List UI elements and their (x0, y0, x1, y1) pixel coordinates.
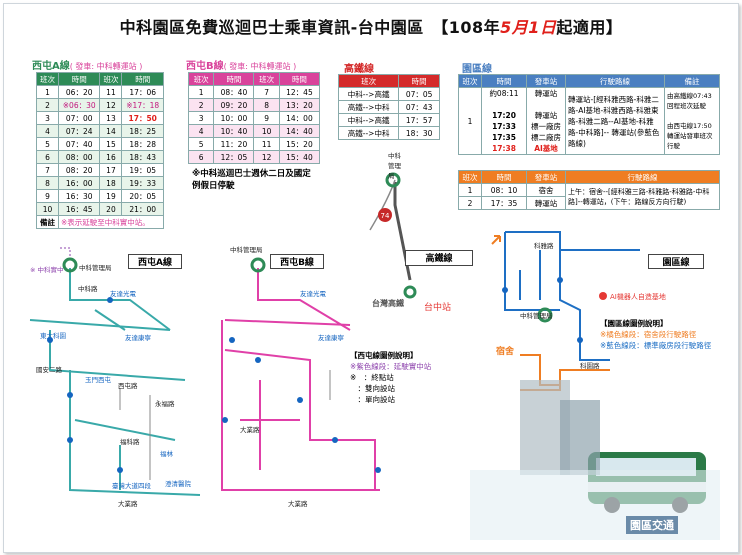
road-keyuan: 科園路 (580, 362, 600, 370)
table-cell: 10 (253, 124, 280, 138)
svg-text:74: 74 (381, 212, 390, 220)
table-cell: 20：05 (121, 189, 164, 203)
xitun-a-map-label: 西屯A線 (128, 254, 182, 269)
table-cell: 14 (99, 124, 123, 138)
stop-fulin: 福林 (160, 450, 173, 458)
stop-yumen: 玉門西屯 (85, 376, 111, 384)
stop-dongda: 東大科園 (40, 332, 66, 340)
table-cell: 06：20 (57, 85, 101, 99)
table-cell: 07：40 (57, 137, 101, 151)
road-yongfu: 永福路 (155, 400, 175, 408)
stop-chengching: 臺灣大道四段 (112, 482, 151, 490)
table-cell: 10：40 (213, 124, 255, 138)
table-cell: 18 (99, 176, 123, 190)
table-cell: 07：00 (57, 111, 101, 125)
label-ctsp-admin-a: 中科管理局 (79, 264, 112, 272)
table-cell: 18：25 (121, 124, 164, 138)
road-zhongke: 中科路 (78, 285, 98, 293)
table-cell: 13：20 (278, 98, 321, 112)
table-cell: 2 (36, 98, 59, 112)
park-traffic-label: 園區交通 (626, 516, 678, 534)
hsr-map-label: 高鐵線 (405, 250, 473, 266)
table-cell: 4 (187, 124, 215, 138)
table-cell: 8 (253, 98, 280, 112)
table-cell: 15：40 (278, 150, 321, 164)
page-title: 中科園區免費巡迴巴士乘車資訊-台中園區 【108年5月1日起適用】 (119, 18, 623, 37)
xitun-a-heading: 西屯A線( 發車: 中科轉運站 ) (32, 61, 143, 72)
xitun-legend: 【西屯線圖例說明】 ※紫色線段：延駛實中站 ※ ：終點站 ：雙向設站 ：單向設站 (350, 351, 432, 404)
park-legend: 【園區線圖例說明】 ※橘色線段：宿舍段行駛路徑 ※藍色線段：標準廠房段行駛路徑 (600, 319, 712, 350)
road-auo: 友達光電 (110, 290, 136, 298)
road-auo-b: 友達光電 (300, 290, 326, 298)
table-cell: 20 (99, 202, 123, 216)
table-cell: 13 (99, 111, 123, 125)
road-taiwan-blvd-b: 大業路 (288, 500, 308, 508)
label-ctsp-admin-park: 中科管理局 (520, 312, 553, 320)
park-map-label: 園區線 (648, 254, 704, 269)
table-cell: 18：30 (398, 126, 440, 140)
hsr-heading: 高鐵線 (344, 64, 374, 75)
park-heading: 園區線 (462, 64, 492, 75)
table-cell: 高鐵-->中科 (337, 126, 400, 140)
road-taiwan-blvd-a: 大業路 (118, 500, 138, 508)
label-hsr-logo: 台灣高鐵 (372, 299, 404, 308)
table-cell: 12：05 (213, 150, 255, 164)
table-cell: 21：00 (121, 202, 164, 216)
stop-fuan: 澄清醫院 (165, 480, 191, 488)
table-cell: 11 (253, 137, 280, 151)
road-keya: 科雅路 (534, 242, 554, 250)
label-dorm: 宿舍 (496, 347, 515, 357)
road-xitun: 西屯路 (118, 382, 138, 390)
table-cell: 19：05 (121, 163, 164, 177)
xitun-b-heading: 西屯B線( 發車: 中科轉運站 ) (186, 61, 297, 72)
table-cell: 16：45 (57, 202, 101, 216)
weekend-note: ※中科巡迴巴士週休二日及國定例假日停駛 (192, 169, 311, 191)
road-auo-corning-b: 友達康寧 (318, 334, 344, 342)
road-guoan: 國安二路 (36, 366, 62, 374)
table-cell: 18：43 (121, 150, 164, 164)
label-ctsp-admin-b: 中科管理局 (230, 246, 263, 254)
table-cell: 12 (99, 98, 123, 112)
table-cell: 10 (36, 202, 59, 216)
table-cell: ※17：18 (121, 98, 164, 112)
table-cell: 12 (253, 150, 280, 164)
table-cell: 14：40 (278, 124, 321, 138)
xitun-b-map-label: 西屯B線 (270, 254, 324, 269)
label-ai-base: AI機器人自造基地 (610, 293, 666, 301)
table-cell: 4 (36, 124, 59, 138)
road-auo-corning: 友達康寧 (125, 334, 151, 342)
table-cell: 8 (36, 176, 59, 190)
road-fuke: 福科路 (120, 438, 140, 446)
road-daye: 大業路 (240, 426, 260, 434)
table-cell: 6 (187, 150, 215, 164)
table-cell: 11 (99, 85, 123, 99)
label-hsr-station: 台中站 (424, 303, 452, 313)
table-cell: 2 (187, 98, 215, 112)
label-ctsp-school: ※ 中科實中 (30, 266, 64, 274)
table-cell: 18：28 (121, 137, 164, 151)
label-ctsp-admin-hsr: 中科管理局 (388, 152, 401, 180)
